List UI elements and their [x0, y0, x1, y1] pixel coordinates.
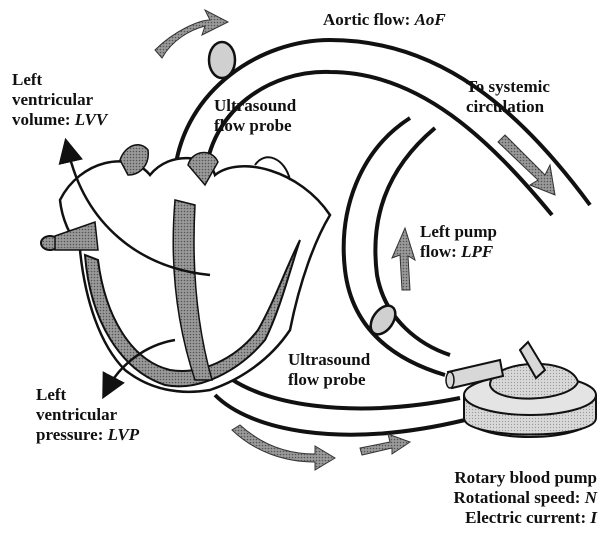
lvp-line-2: ventricular [36, 405, 139, 425]
pump-current-var: I [590, 508, 597, 527]
probe-top-line-1: Ultrasound [214, 96, 296, 116]
probe-bottom-line-1: Ultrasound [288, 350, 370, 370]
aortic-flow-text: Aortic flow: [323, 10, 415, 29]
aortic-flow-var: AoF [415, 10, 446, 29]
lvv-var: LVV [75, 110, 107, 129]
pump-label: Rotary blood pump Rotational speed: N El… [453, 468, 597, 528]
lpf-line-1: Left pump [420, 222, 497, 242]
lvv-line-2: ventricular [12, 90, 107, 110]
lpf-text: flow: [420, 242, 461, 261]
pump-line-2: Rotational speed: N [453, 488, 597, 508]
lvv-label: Left ventricular volume: LVV [12, 70, 107, 130]
systemic-line-2: circulation [466, 97, 550, 117]
lvp-line-1: Left [36, 385, 139, 405]
lvp-var: LVP [108, 425, 139, 444]
pump-line-1: Rotary blood pump [453, 468, 597, 488]
pump-speed-var: N [585, 488, 597, 507]
lpf-var: LPF [461, 242, 493, 261]
heart [41, 145, 330, 392]
flow-arrow-inflow-2 [360, 434, 410, 455]
lvp-label: Left ventricular pressure: LVP [36, 385, 139, 445]
probe-bottom-line-2: flow probe [288, 370, 370, 390]
lvv-line-1: Left [12, 70, 107, 90]
lvp-line-3: pressure: LVP [36, 425, 139, 445]
pump-line-3: Electric current: I [453, 508, 597, 528]
lvv-text: volume: [12, 110, 75, 129]
aortic-flow-probe [209, 42, 235, 78]
probe-top-label: Ultrasound flow probe [214, 96, 296, 136]
probe-bottom-label: Ultrasound flow probe [288, 350, 370, 390]
lpf-label: Left pump flow: LPF [420, 222, 497, 262]
rotary-blood-pump-icon [446, 342, 596, 437]
lpf-line-2: flow: LPF [420, 242, 497, 262]
systemic-label: To systemic circulation [466, 77, 550, 117]
lvp-text: pressure: [36, 425, 108, 444]
flow-arrow-pump [392, 228, 415, 290]
pump-current-text: Electric current: [465, 508, 590, 527]
lvv-line-3: volume: LVV [12, 110, 107, 130]
pump-speed-text: Rotational speed: [453, 488, 584, 507]
probe-top-line-2: flow probe [214, 116, 296, 136]
aortic-flow-label: Aortic flow: AoF [323, 10, 446, 30]
systemic-line-1: To systemic [466, 77, 550, 97]
